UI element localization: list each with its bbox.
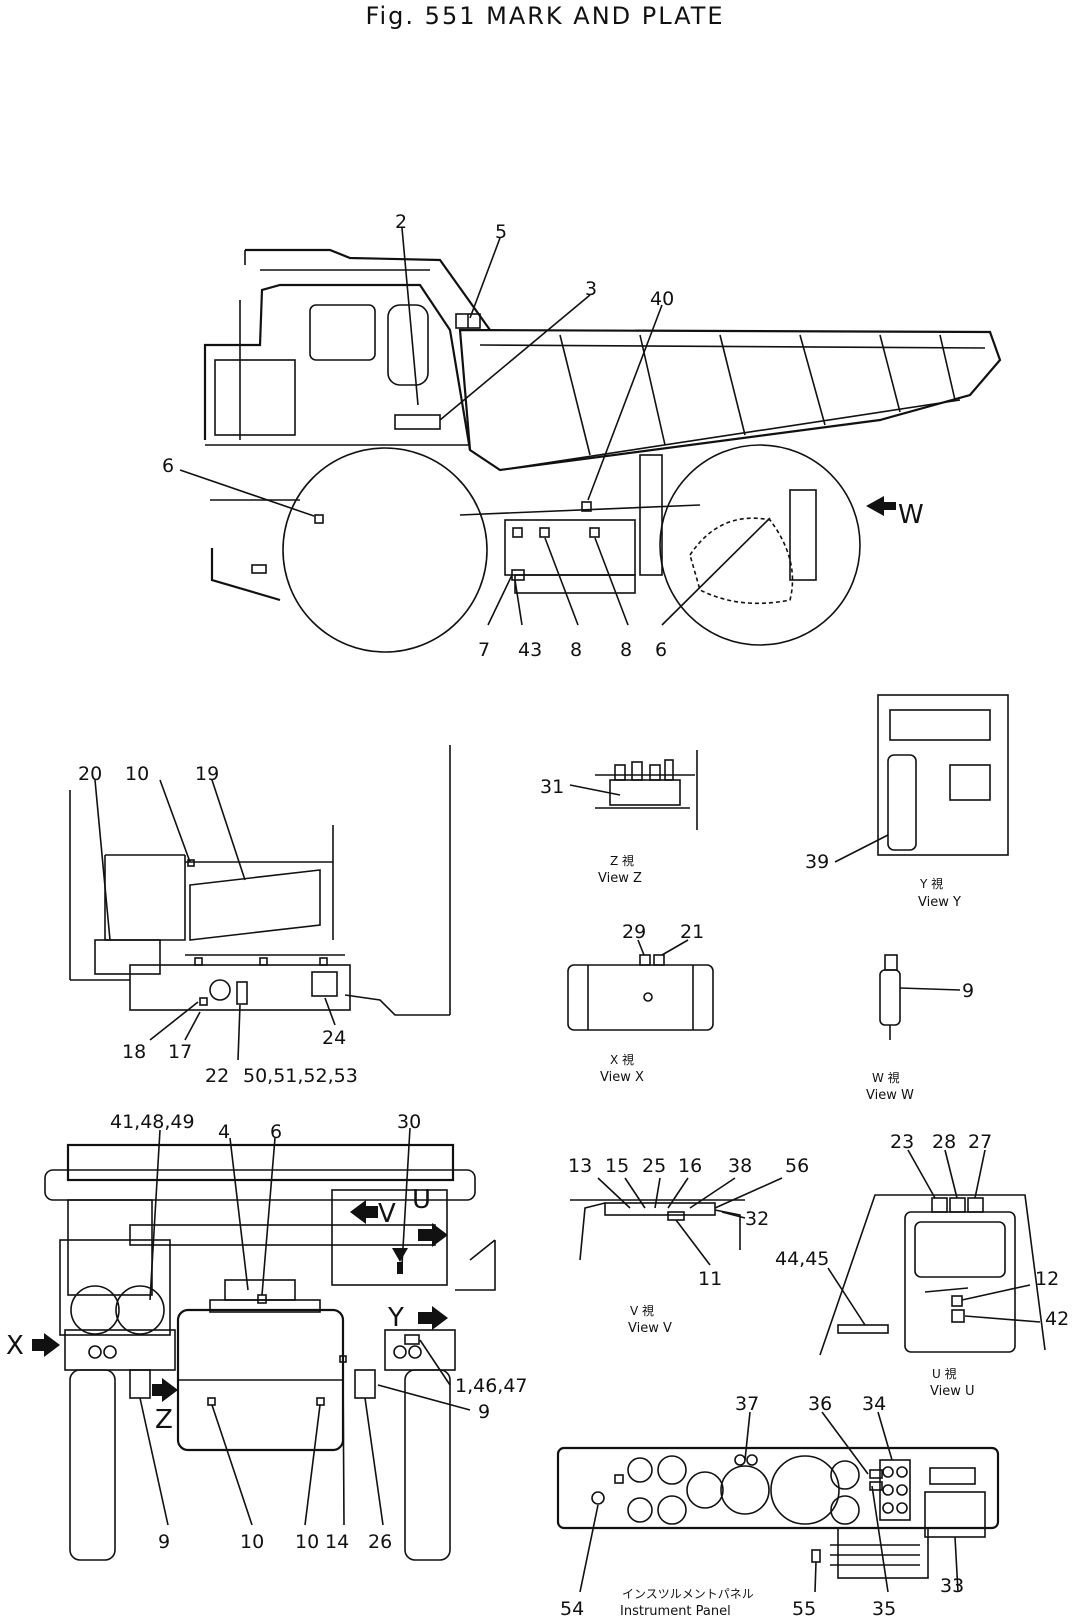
callout-23: 23 [890, 1131, 914, 1153]
callout-3: 3 [585, 278, 597, 300]
view-z-label-jp: Z 視 [610, 853, 634, 868]
callout-29: 29 [622, 921, 646, 943]
callout-10: 10 [295, 1531, 319, 1553]
callout-28: 28 [932, 1131, 956, 1153]
callout-8: 8 [620, 639, 632, 661]
callout-9: 9 [962, 980, 974, 1002]
view-x: 29 21 X 視 View X [567, 921, 714, 1085]
callout-33: 33 [940, 1575, 964, 1597]
truck-front-view: 41,48,49 4 6 30 V U Y X Z 1,46,47 9 9 10… [6, 1111, 528, 1561]
view-w-label-jp: W 視 [872, 1070, 900, 1085]
callout-38: 38 [728, 1155, 752, 1177]
callout-5: 5 [495, 221, 507, 243]
view-arrow-z: Z [155, 1405, 173, 1435]
callout-10: 10 [240, 1531, 264, 1553]
callout-15: 15 [605, 1155, 629, 1177]
view-z: 31 Z 視 View Z [540, 750, 698, 886]
callout-1-46-47: 1,46,47 [455, 1375, 528, 1397]
callout-7: 7 [478, 639, 490, 661]
callout-14: 14 [325, 1531, 349, 1553]
callout-36: 36 [808, 1393, 832, 1415]
callout-20: 20 [78, 763, 102, 785]
view-u-label-jp: U 視 [932, 1366, 957, 1381]
view-w: 9 W 視 View W [866, 954, 974, 1103]
callout-39: 39 [805, 851, 829, 873]
callout-30: 30 [397, 1111, 421, 1133]
callout-27: 27 [968, 1131, 992, 1153]
view-y-label-jp: Y 視 [919, 876, 943, 891]
view-u: 23 28 27 44,45 12 42 U 視 View U [775, 1131, 1069, 1399]
view-arrow-w: W [898, 500, 924, 530]
callout-24: 24 [322, 1027, 346, 1049]
callout-54: 54 [560, 1598, 584, 1620]
callout-40: 40 [650, 288, 674, 310]
callout-18: 18 [122, 1041, 146, 1063]
callout-32: 32 [745, 1208, 769, 1230]
callout-6: 6 [655, 639, 667, 661]
view-y: 39 Y 視 View Y [805, 694, 1009, 910]
view-v-label-jp: V 視 [630, 1303, 654, 1318]
callout-41-48-49: 41,48,49 [110, 1111, 195, 1133]
callout-55: 55 [792, 1598, 816, 1620]
callout-44-45: 44,45 [775, 1248, 829, 1270]
callout-11: 11 [698, 1268, 722, 1290]
callout-26: 26 [368, 1531, 392, 1553]
callout-22: 22 [205, 1065, 229, 1087]
callout-31: 31 [540, 776, 564, 798]
callout-10: 10 [125, 763, 149, 785]
callout-35: 35 [872, 1598, 896, 1620]
figure-title: Fig. 551 MARK AND PLATE [365, 2, 725, 30]
callout-43: 43 [518, 639, 542, 661]
callout-50-53: 50,51,52,53 [243, 1065, 358, 1087]
callout-8: 8 [570, 639, 582, 661]
callout-12: 12 [1035, 1268, 1059, 1290]
view-y-label: View Y [918, 895, 961, 910]
callout-21: 21 [680, 921, 704, 943]
view-arrow-x: X [6, 1331, 24, 1361]
view-z-label: View Z [598, 871, 642, 886]
instrument-panel-label-jp: インスツルメントパネル [622, 1587, 754, 1601]
view-v: 13 15 25 16 38 56 32 11 V 視 View V [568, 1155, 809, 1336]
callout-13: 13 [568, 1155, 592, 1177]
callout-42: 42 [1045, 1308, 1069, 1330]
instrument-panel-label: Instrument Panel [620, 1604, 731, 1619]
view-x-label-jp: X 視 [610, 1052, 634, 1067]
view-arrow-y: Y [387, 1303, 404, 1333]
callout-25: 25 [642, 1155, 666, 1177]
view-arrow-u: U [412, 1185, 431, 1215]
callout-56: 56 [785, 1155, 809, 1177]
callout-6: 6 [270, 1121, 282, 1143]
view-arrow-v: V [378, 1199, 396, 1229]
callout-19: 19 [195, 763, 219, 785]
callout-34: 34 [862, 1393, 886, 1415]
view-v-label: View V [628, 1321, 672, 1336]
callout-4: 4 [218, 1121, 230, 1143]
callout-6: 6 [162, 455, 174, 477]
callout-37: 37 [735, 1393, 759, 1415]
view-w-label: View W [866, 1088, 914, 1103]
callout-9: 9 [158, 1531, 170, 1553]
callout-9: 9 [478, 1401, 490, 1423]
callout-17: 17 [168, 1041, 192, 1063]
instrument-panel-view: 37 36 34 54 55 35 33 インスツルメントパネル Instrum… [556, 1393, 1000, 1620]
main-truck-view: 2 5 3 40 6 W 7 43 8 8 6 [162, 211, 1002, 661]
cab-side-view: 20 10 19 18 17 22 50,51,52,53 24 [69, 745, 451, 1087]
callout-2: 2 [395, 211, 407, 233]
view-u-label: View U [930, 1384, 975, 1399]
callout-16: 16 [678, 1155, 702, 1177]
view-x-label: View X [600, 1070, 644, 1085]
